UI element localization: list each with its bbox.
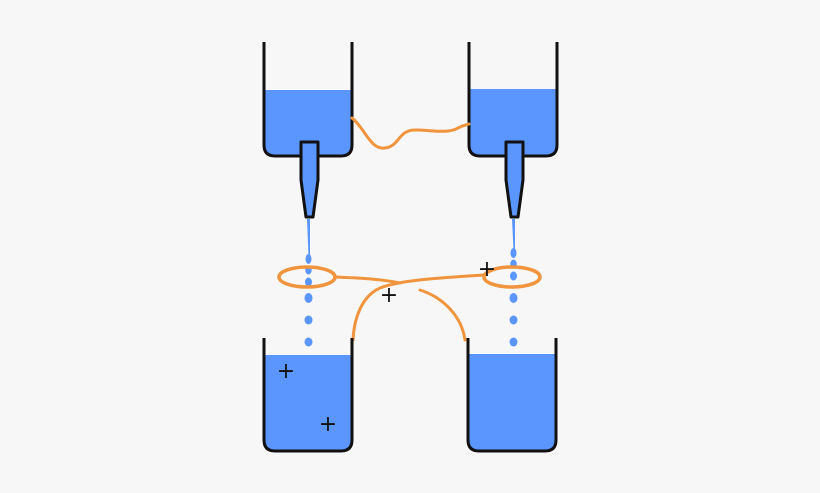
- bottom-left-bucket: [262, 338, 354, 453]
- left-drop: [305, 277, 312, 287]
- left-drop: [304, 293, 313, 303]
- top-left-bucket-water: [264, 90, 352, 156]
- plus-sign-bottom-left-2: +: [319, 412, 337, 437]
- right-drop: [509, 315, 518, 325]
- right-drop: [509, 293, 518, 303]
- bottom-right-bucket-outline: [466, 338, 558, 453]
- top-connecting-wire: [350, 116, 471, 150]
- right-drop: [510, 271, 517, 281]
- left-drop: [304, 337, 313, 347]
- right-drop: [510, 248, 517, 258]
- bottom-right-bucket: [466, 338, 558, 453]
- left-stream-jet: [307, 219, 310, 259]
- top-left-bucket: [262, 42, 354, 219]
- right-stream-jet: [512, 219, 515, 253]
- top-right-nozzle: [504, 140, 525, 219]
- plus-sign-wire-crossing: +: [380, 283, 398, 308]
- right-induction-ring: [482, 265, 542, 289]
- top-right-bucket: [467, 42, 559, 219]
- top-right-bucket-water: [469, 89, 557, 156]
- wire-left-ring-to-bottom-right: [333, 275, 402, 285]
- right-drop: [509, 337, 518, 347]
- plus-sign-right-ring: +: [478, 257, 496, 282]
- left-water-stream: [304, 219, 313, 347]
- bottom-left-bucket-outline: [262, 338, 354, 453]
- top-left-nozzle: [299, 140, 320, 219]
- wire-left-ring-to-bottom-right-lower: [418, 288, 467, 342]
- plus-sign-bottom-left-1: +: [277, 359, 295, 384]
- wire-right-ring-to-bottom-left: [351, 273, 486, 342]
- right-water-stream: [509, 219, 518, 347]
- left-drop: [305, 254, 312, 264]
- bottom-right-bucket-water: [468, 354, 556, 451]
- bottom-left-bucket-water: [264, 355, 352, 451]
- left-drop: [304, 315, 313, 325]
